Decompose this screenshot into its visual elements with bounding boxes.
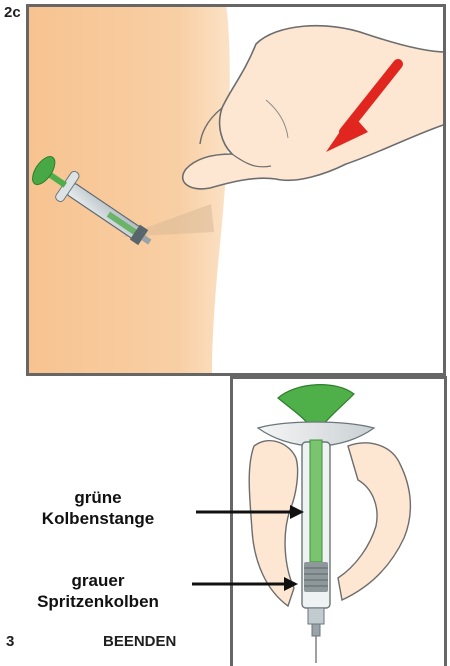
black-arrow-icon: [192, 577, 298, 591]
black-arrow-icon: [196, 505, 304, 519]
step-3-title: BEENDEN: [103, 633, 176, 650]
step-3-number: 3: [6, 633, 14, 650]
